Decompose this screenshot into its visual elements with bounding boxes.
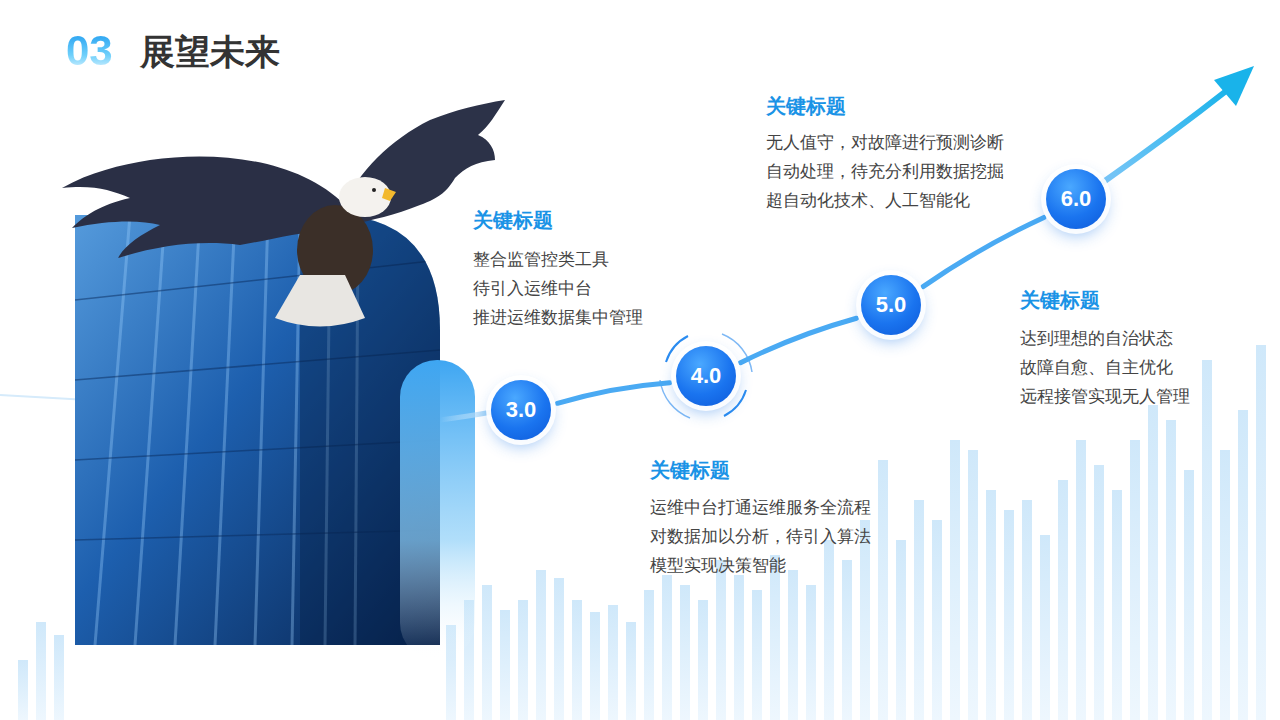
step-circle: 4.0 <box>676 346 736 406</box>
step-number: 4.0 <box>691 363 722 389</box>
step-number: 5.0 <box>876 292 907 318</box>
slide-title: 展望未来 <box>140 33 280 72</box>
key-body: 无人值守，对故障进行预测诊断 自动处理，待充分利用数据挖掘 超自动化技术、人工智… <box>766 128 1041 215</box>
key-heading: 关键标题 <box>650 458 730 482</box>
key-heading: 关键标题 <box>1020 288 1100 312</box>
key-heading: 关键标题 <box>766 94 846 118</box>
growth-curve <box>923 217 1044 286</box>
key-body: 运维中台打通运维服务全流程 对数据加以分析，待引入算法 模型实现决策智能 <box>650 493 910 580</box>
key-heading: 关键标题 <box>473 208 553 232</box>
section-number: 03 <box>66 30 113 72</box>
step-circle: 3.0 <box>491 380 551 440</box>
step-number: 6.0 <box>1061 186 1092 212</box>
growth-curve <box>557 383 669 404</box>
step-number: 3.0 <box>506 397 537 423</box>
step-circle: 5.0 <box>861 275 921 335</box>
growth-curve <box>741 318 857 362</box>
key-body: 达到理想的自治状态 故障自愈、自主优化 远程接管实现无人管理 <box>1020 324 1220 411</box>
key-body: 整合监管控类工具 待引入运维中台 推进运维数据集中管理 <box>473 245 688 332</box>
step-circle: 6.0 <box>1046 169 1106 229</box>
